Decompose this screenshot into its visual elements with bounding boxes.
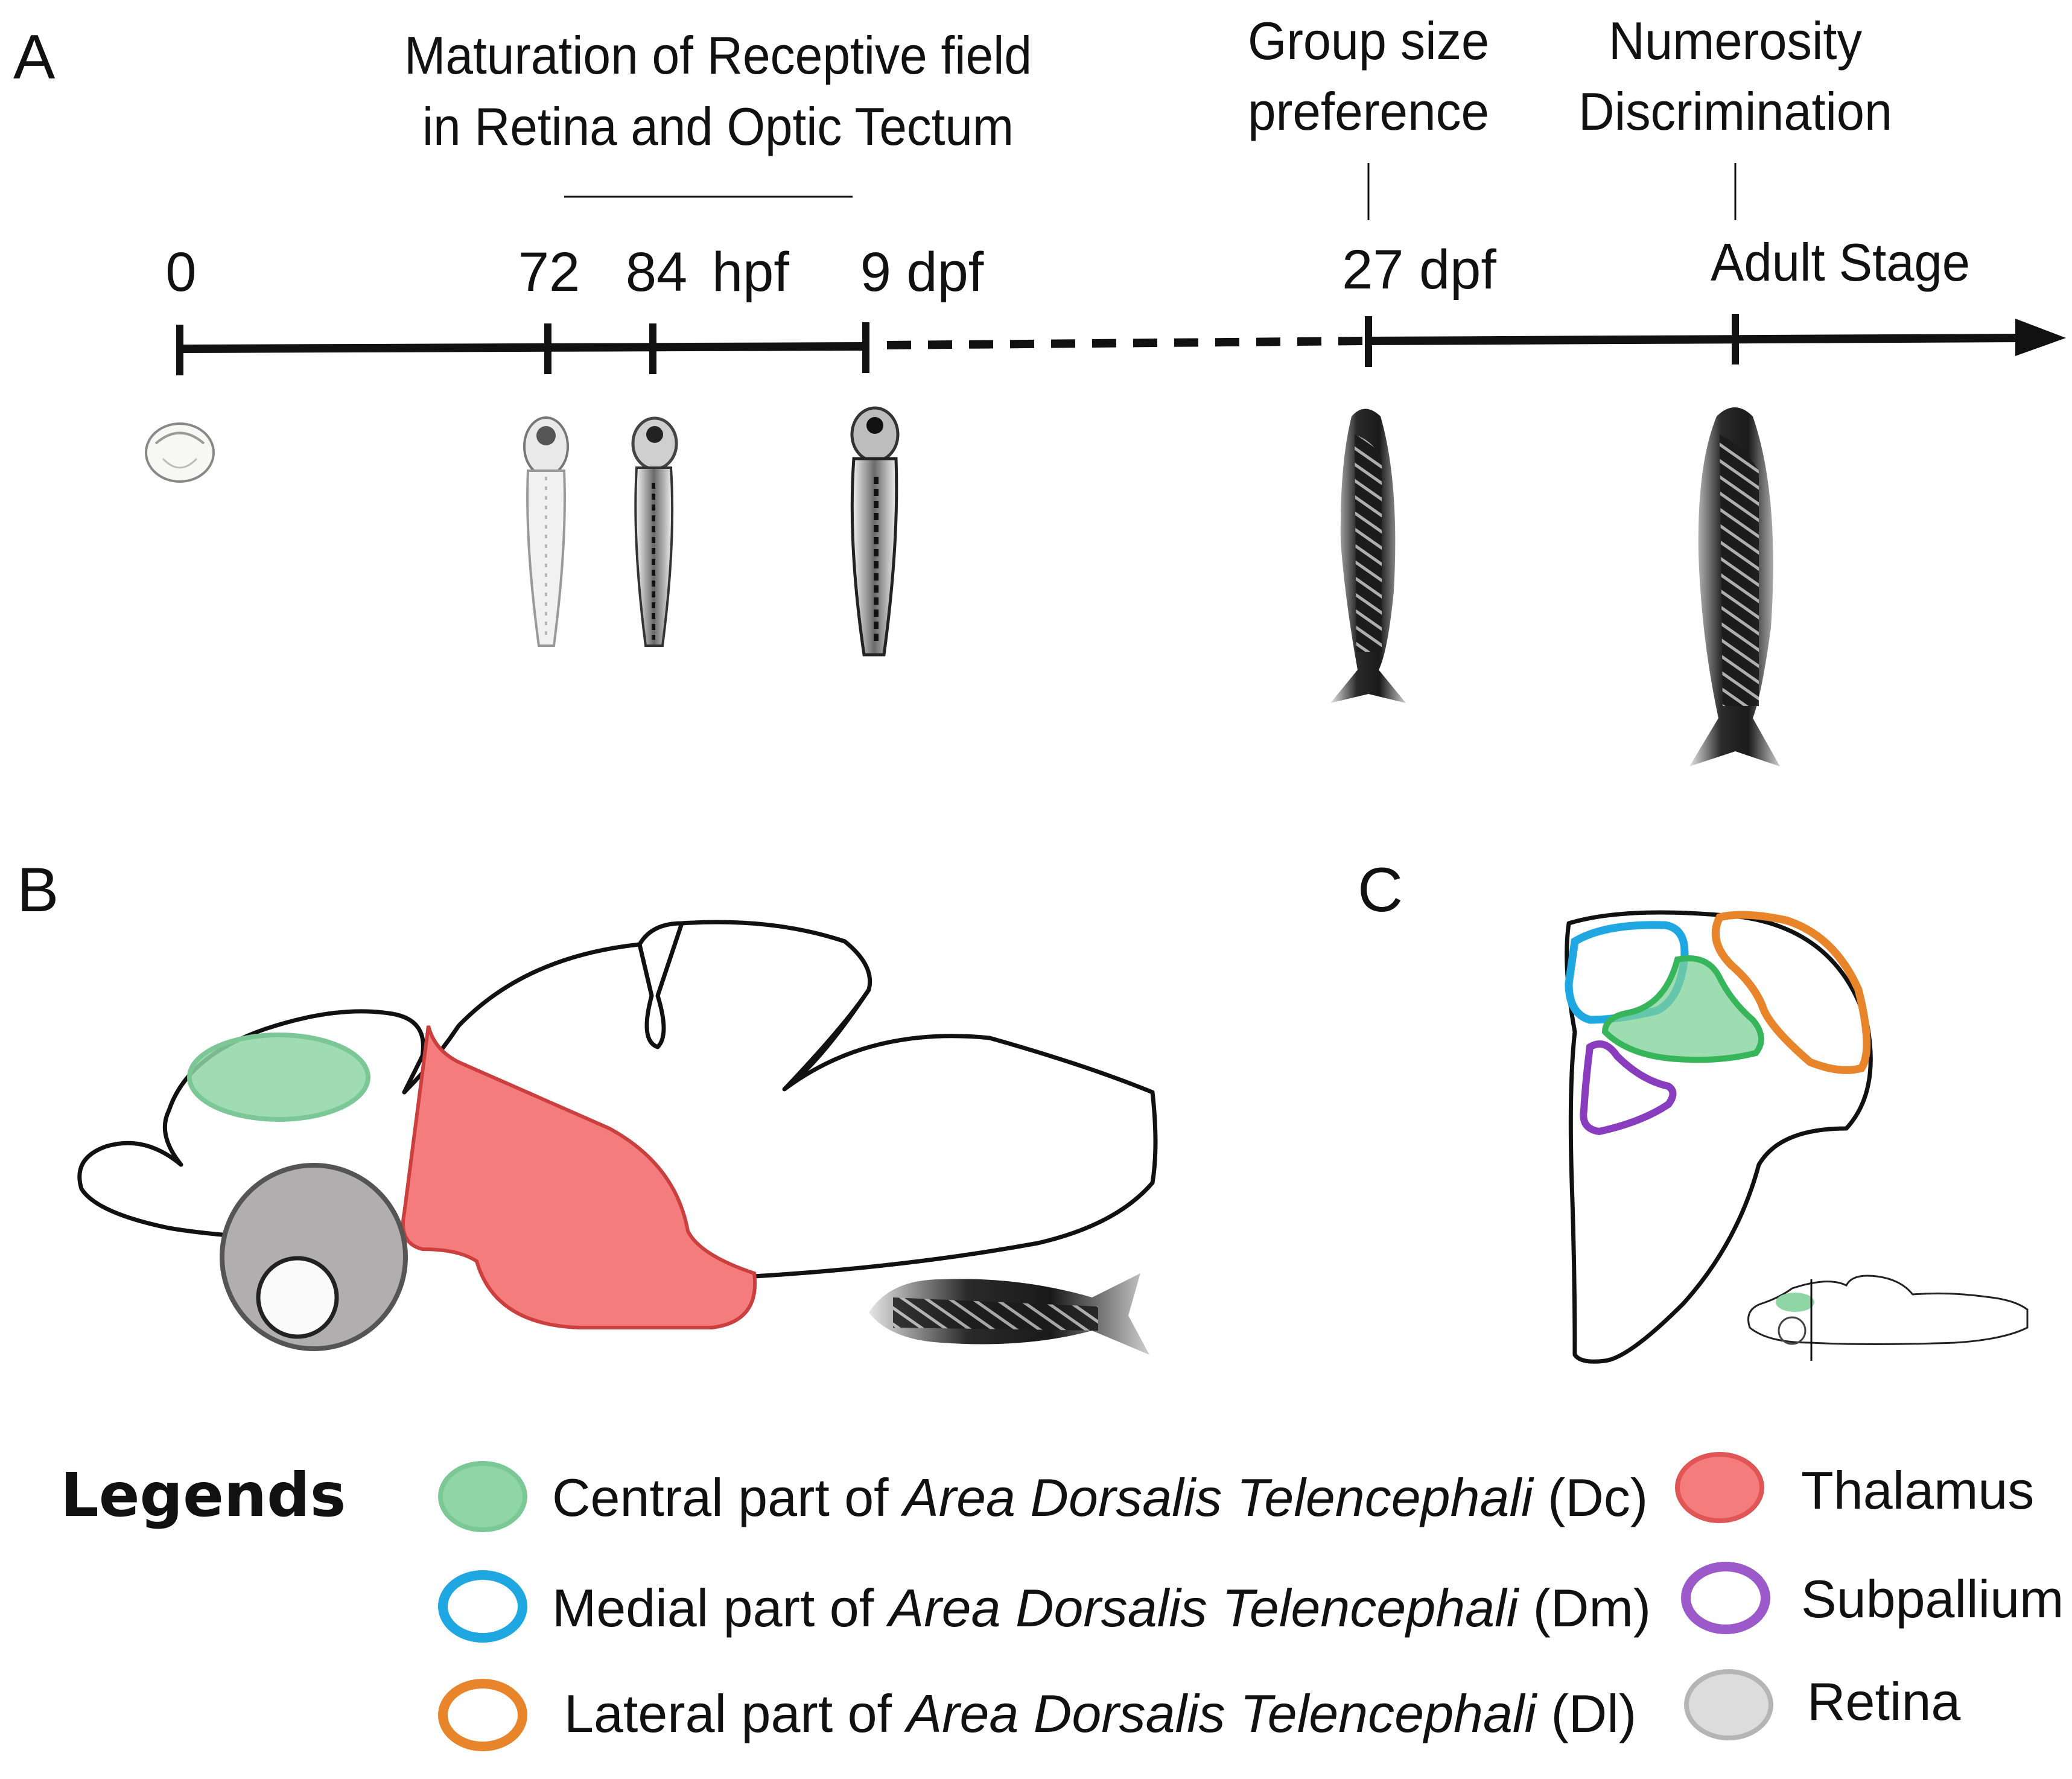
panel-b-label: B	[17, 855, 59, 925]
receptive-field-annotation-line2: in Retina and Optic Tectum	[422, 97, 1014, 156]
legend-swatch-subpallium	[1681, 1562, 1770, 1634]
timeline-axis	[176, 314, 2066, 375]
legend-label-dl-prefix: Lateral part of	[564, 1684, 906, 1743]
tick-label-adult-stage: Adult Stage	[1711, 232, 1970, 292]
numerosity-annotation-line2: Discrimination	[1578, 81, 1892, 141]
legend-label-dm-suffix: (Dm)	[1518, 1578, 1651, 1638]
dl-region	[1711, 911, 1871, 1074]
svg-text:Lateral part of Area Dorsalis: Lateral part of Area Dorsalis Telencepha…	[564, 1684, 1636, 1743]
legend-label-retina: Retina	[1807, 1672, 1960, 1731]
brain-sulcus-upper	[637, 922, 684, 1049]
coronal-outline	[1565, 910, 1873, 1364]
juvenile-27dpf-illustration	[1330, 409, 1406, 703]
brain-sagittal-diagram	[77, 920, 1158, 1355]
larva-84hpf-illustration	[631, 416, 678, 647]
legend-label-thalamus: Thalamus	[1801, 1460, 2034, 1520]
legend-label-dc-prefix: Central part of	[552, 1468, 903, 1527]
embryo-illustration	[145, 422, 215, 483]
legend-swatch-dc	[438, 1461, 527, 1532]
legend-label-dm-italic: Area Dorsalis Telencephali	[886, 1578, 1520, 1638]
legend-label-dl-italic: Area Dorsalis Telencephali	[903, 1684, 1537, 1743]
legend-label-subpallium: Subpallium	[1801, 1569, 2064, 1629]
retina-eye	[220, 1163, 408, 1351]
dc-coronal-region	[1601, 955, 1764, 1063]
coronal-section-diagram	[1565, 910, 2029, 1364]
legend-swatch-retina	[1684, 1669, 1773, 1740]
tick-label-9dpf: 9 dpf	[860, 241, 984, 303]
legend-swatch-dm	[438, 1570, 527, 1643]
legend-item-dl: Lateral part of Area Dorsalis Telencepha…	[438, 1679, 1636, 1751]
larva-9dpf-illustration	[850, 406, 900, 657]
legend-item-dm: Medial part of Area Dorsalis Telencephal…	[438, 1570, 1651, 1643]
svg-text:Medial part of Area Dorsalis T: Medial part of Area Dorsalis Telencephal…	[552, 1578, 1651, 1638]
tick-label-0: 0	[165, 241, 196, 303]
brain-fissure	[783, 988, 871, 1091]
legend-title: Legends	[60, 1460, 346, 1530]
brain-outline	[77, 920, 1158, 1279]
legend-label-dc-italic: Area Dorsalis Telencephali	[900, 1468, 1534, 1527]
subpallium-region	[1580, 1040, 1677, 1136]
group-size-annotation-line1: Group size	[1248, 11, 1489, 71]
svg-text:Central part of Area Dorsalis: Central part of Area Dorsalis Telencepha…	[552, 1468, 1648, 1527]
group-size-annotation-line2: preference	[1248, 81, 1489, 141]
receptive-field-annotation-line1: Maturation of Receptive field	[404, 25, 1032, 85]
legend-label-dc-suffix: (Dc)	[1533, 1468, 1648, 1527]
lateral-fish-illustration	[869, 1273, 1149, 1355]
legend-label-dm-prefix: Medial part of	[552, 1578, 889, 1638]
legend-swatch-dl	[438, 1679, 527, 1751]
panel-c-label: C	[1358, 855, 1403, 925]
legend-item-dc: Central part of Area Dorsalis Telencepha…	[438, 1461, 1648, 1532]
legend-item-thalamus: Thalamus	[1675, 1452, 2034, 1523]
tick-label-hpf: hpf	[712, 241, 789, 303]
timeline-arrowhead	[2015, 319, 2066, 356]
thalamus-region	[401, 1025, 757, 1329]
numerosity-annotation-line1: Numerosity	[1609, 11, 1862, 71]
larva-72hpf-illustration	[523, 416, 569, 647]
tick-label-72: 72	[518, 241, 580, 303]
adult-fish-illustration	[1689, 407, 1780, 766]
tick-label-84: 84	[626, 241, 687, 303]
legend-item-subpallium: Subpallium	[1681, 1562, 2064, 1634]
dc-region	[187, 1033, 370, 1122]
legend: Legends Central part of Area Dorsalis Te…	[60, 1452, 2064, 1751]
inset-brain-thumbnail	[1747, 1275, 2029, 1361]
legend-swatch-thalamus	[1675, 1452, 1764, 1523]
legend-label-dl-suffix: (Dl)	[1536, 1684, 1636, 1743]
panel-a-label: A	[13, 22, 56, 92]
tick-label-27dpf: 27 dpf	[1342, 239, 1496, 301]
legend-item-retina: Retina	[1684, 1669, 1960, 1740]
